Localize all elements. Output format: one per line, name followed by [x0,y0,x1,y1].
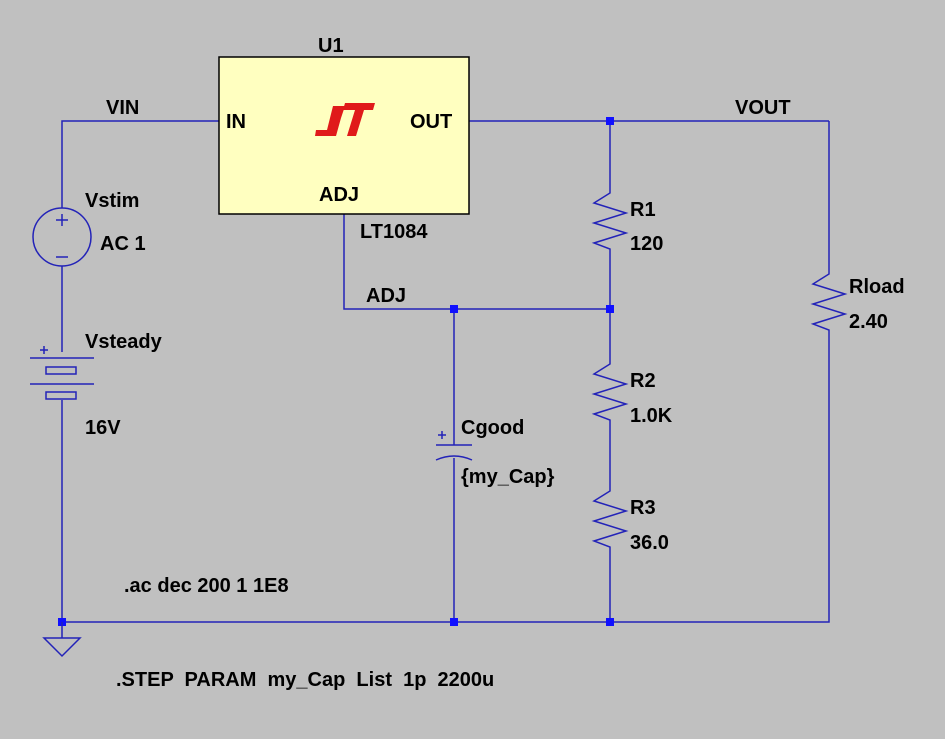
resistor-zigzag [591,483,629,555]
junction-dot [606,117,614,125]
r2-value: 1.0K [630,405,673,427]
voltage-source-vstim[interactable]: Vstim AC 1 [32,190,146,267]
r1-value: 120 [630,233,663,255]
vstim-name: Vstim [85,190,139,212]
vstim-value: AC 1 [100,233,146,255]
resistor-zigzag [591,356,629,428]
rload-value: 2.40 [849,311,888,333]
vsteady-name: Vsteady [85,331,163,353]
plus-icon [438,431,446,439]
resistor-r3[interactable]: R3 36.0 [591,483,669,555]
rload-name: Rload [849,276,905,298]
junction-dot [606,305,614,313]
ac-source-symbol [32,207,92,267]
resistor-rload[interactable]: Rload 2.40 [810,266,905,338]
vsteady-value: 16V [85,417,121,439]
resistor-zigzag [810,266,848,338]
plus-icon [56,214,68,226]
pin-adj-label: ADJ [319,184,359,206]
capacitor-plate-curved [435,455,473,461]
wires [61,120,830,623]
wire-vin[interactable] [61,120,220,208]
pin-out-label: OUT [410,111,452,133]
r1-name: R1 [630,199,656,221]
cgood-value: {my_Cap} [461,466,555,488]
r3-name: R3 [630,497,656,519]
voltage-source-vsteady[interactable]: Vsteady 16V [30,331,163,439]
wire-adj[interactable] [343,214,610,310]
resistor-r2[interactable]: R2 1.0K [591,356,673,428]
step-directive[interactable]: .STEP PARAM my_Cap List 1p 2200u [116,669,494,691]
junction-dot [450,618,458,626]
plus-icon [40,346,48,354]
regulator-u1[interactable]: U1 IN OUT ADJ LT1084 [218,35,470,243]
r2-name: R2 [630,370,656,392]
junction-dot [606,618,614,626]
net-label-vout[interactable]: VOUT [735,97,791,119]
regulator-refdes: U1 [318,35,344,57]
wire-rload-bottom[interactable] [62,338,830,623]
junction-dot [450,305,458,313]
resistor-zigzag [591,185,629,257]
linear-technology-logo-icon [315,103,375,136]
ground-icon[interactable] [42,622,82,658]
net-label-vin[interactable]: VIN [106,97,139,119]
capacitor-cgood[interactable]: Cgood {my_Cap} [435,417,555,488]
cgood-name: Cgood [461,417,524,439]
regulator-part-label: LT1084 [360,221,428,243]
regulator-body[interactable] [218,56,470,215]
net-label-adj[interactable]: ADJ [366,285,406,307]
pin-in-label: IN [226,111,246,133]
ac-directive[interactable]: .ac dec 200 1 1E8 [124,575,289,597]
resistor-r1[interactable]: R1 120 [591,185,663,257]
r3-value: 36.0 [630,532,669,554]
battery-plate [45,391,77,400]
battery-plate [45,366,77,375]
